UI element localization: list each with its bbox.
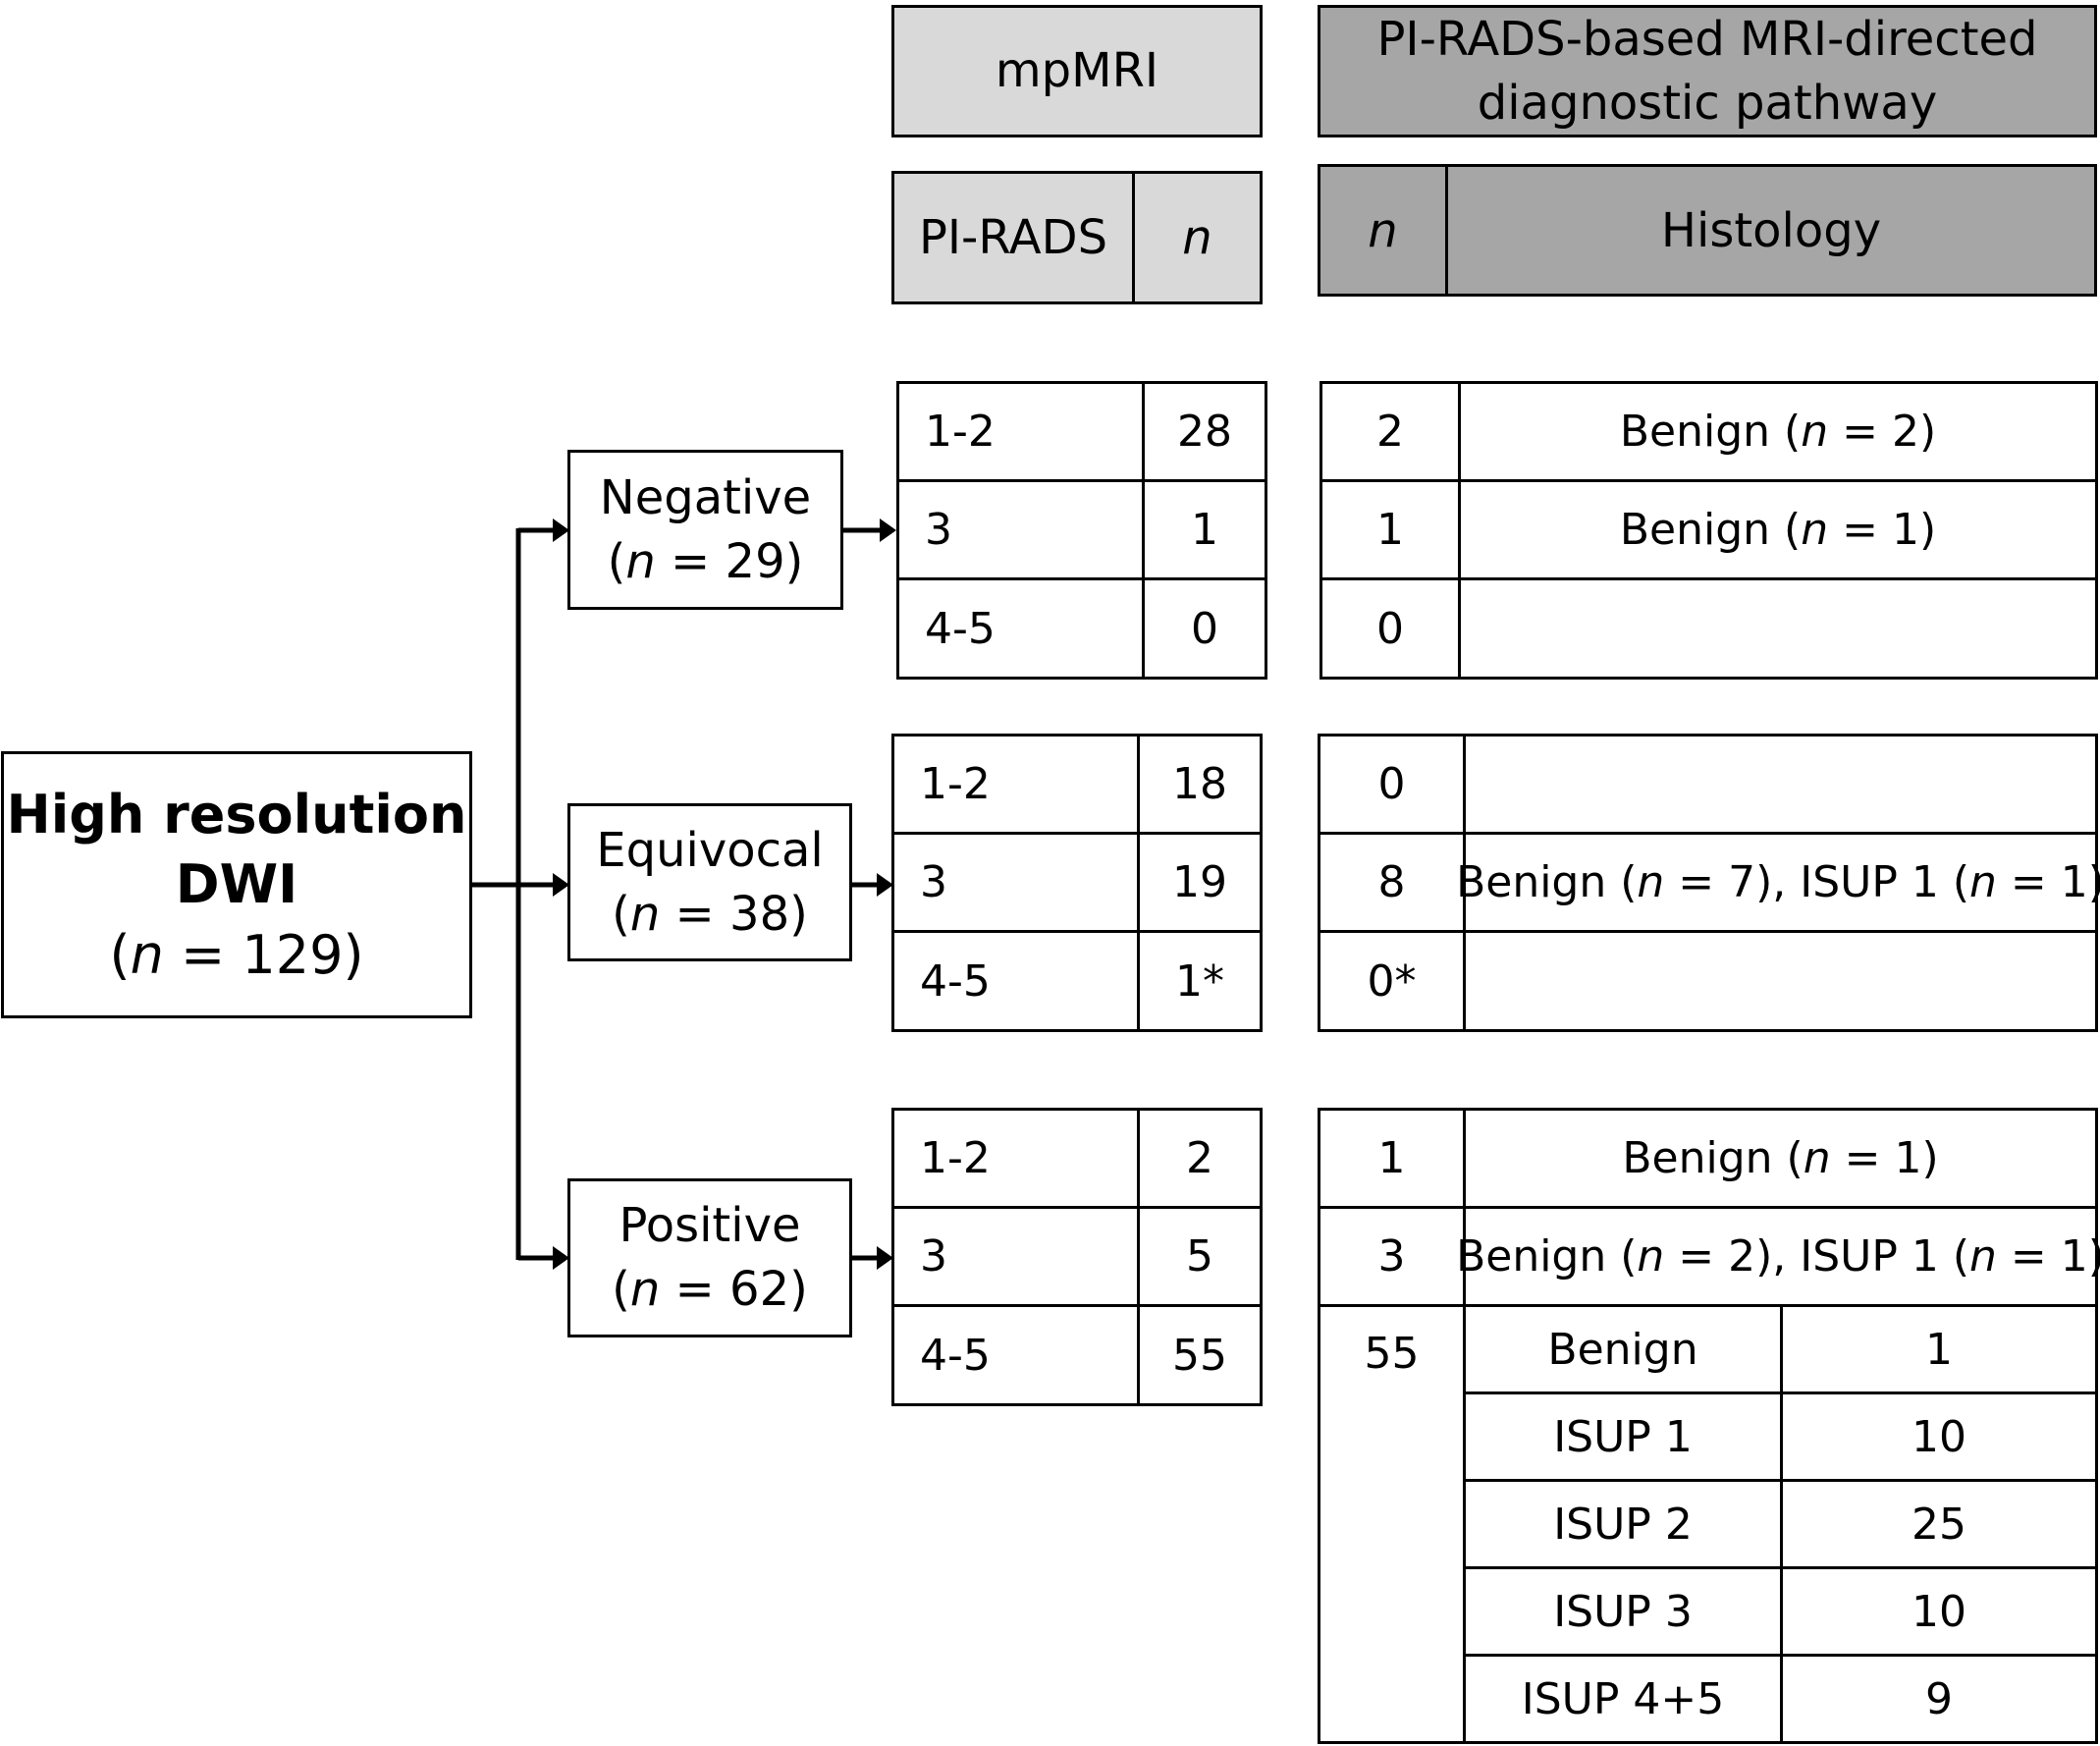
histology-text: = 1) [1830, 1133, 1939, 1183]
mpmri-n-cell: 5 [1137, 1206, 1263, 1307]
mpmri-n-cell: 0 [1142, 577, 1267, 680]
arrowhead [553, 518, 569, 542]
root-box-dwi: High resolution DWI (n = 129) [1, 751, 472, 1018]
histology-variable: n [1969, 857, 1997, 907]
pathway-n-cell: 2 [1319, 381, 1461, 482]
pathway-n-column-header: n [1318, 164, 1448, 297]
pathway-n-column-label: n [1368, 202, 1398, 258]
pirads-column-header: PI-RADS [891, 171, 1135, 304]
mpmri-n-cell: 1 [1142, 479, 1267, 580]
histology-text: Benign ( [1619, 407, 1802, 457]
mpmri-pirads-cell: 4-5 [896, 577, 1145, 680]
pathway-n-cell-breakdown: 55 [1318, 1304, 1466, 1744]
arrowhead [880, 518, 896, 542]
breakdown-grade-cell: ISUP 4+5 [1463, 1654, 1783, 1744]
pathway-n-cell: 8 [1318, 832, 1466, 933]
group-count: (n = 38) [612, 886, 808, 942]
mpmri-n-column-header: n [1132, 171, 1263, 304]
root-count: (n = 129) [109, 923, 364, 986]
pathway-header: PI-RADS-based MRI-directed diagnostic pa… [1318, 5, 2097, 137]
histology-text: = 2), ISUP 1 ( [1664, 1231, 1970, 1282]
arrowhead [553, 1246, 569, 1270]
pathway-header-label: PI-RADS-based MRI-directed diagnostic pa… [1376, 11, 2038, 131]
root-subtitle: DWI [175, 853, 298, 916]
group-label: Negative [599, 469, 812, 525]
histology-variable: n [1637, 1231, 1665, 1282]
mpmri-n-column-label: n [1182, 210, 1212, 265]
group-count: (n = 29) [607, 533, 804, 589]
histology-variable: n [1801, 407, 1829, 457]
pathway-n-cell: 0 [1318, 734, 1466, 835]
mpmri-n-cell: 1* [1137, 930, 1263, 1032]
histology-cell: Benign (n = 2), ISUP 1 (n = 1) [1456, 1206, 2100, 1307]
pathway-n-cell: 0* [1318, 930, 1466, 1032]
breakdown-count-cell: 9 [1780, 1654, 2098, 1744]
histology-cell [1458, 577, 2098, 680]
histology-variable: n [1803, 1133, 1831, 1183]
histology-text: = 7), ISUP 1 ( [1664, 857, 1970, 907]
arrowhead [877, 1246, 893, 1270]
arrowhead [553, 873, 569, 897]
pirads-column-label: PI-RADS [918, 210, 1108, 265]
histology-text: Benign ( [1456, 1231, 1638, 1282]
histology-variable: n [1969, 1231, 1997, 1282]
breakdown-count-cell: 10 [1780, 1391, 2098, 1482]
histology-cell [1463, 930, 2098, 1032]
histology-text: Benign ( [1456, 857, 1638, 907]
mpmri-pirads-cell: 1-2 [896, 381, 1145, 482]
histology-variable: n [1637, 857, 1665, 907]
mpmri-pirads-cell: 4-5 [891, 930, 1140, 1032]
breakdown-grade-cell: ISUP 3 [1463, 1566, 1783, 1657]
mpmri-pirads-cell: 1-2 [891, 734, 1140, 835]
mpmri-n-cell: 2 [1137, 1108, 1263, 1209]
arrowhead [877, 873, 893, 897]
mpmri-pirads-cell: 1-2 [891, 1108, 1140, 1209]
histology-text: Benign ( [1622, 1133, 1804, 1183]
pathway-n-cell: 0 [1319, 577, 1461, 680]
histology-text: = 1) [1828, 505, 1937, 555]
histology-cell [1463, 734, 2098, 835]
mpmri-header-label: mpMRI [995, 43, 1159, 99]
group-label: Equivocal [596, 822, 824, 878]
breakdown-grade-cell: ISUP 1 [1463, 1391, 1783, 1482]
histology-text: = 1) [1996, 857, 2100, 907]
mpmri-pirads-cell: 3 [891, 1206, 1140, 1307]
mpmri-n-cell: 28 [1142, 381, 1267, 482]
mpmri-pirads-cell: 3 [891, 832, 1140, 933]
group-count: (n = 62) [612, 1262, 808, 1317]
mpmri-pirads-cell: 4-5 [891, 1304, 1140, 1406]
histology-text: = 2) [1828, 407, 1937, 457]
breakdown-count-cell: 10 [1780, 1566, 2098, 1657]
group-label: Positive [619, 1198, 801, 1254]
mpmri-header: mpMRI [891, 5, 1263, 137]
histology-column-header: Histology [1445, 164, 2097, 297]
group-box-positive: Positive (n = 62) [567, 1178, 852, 1337]
root-title: High resolution [6, 784, 467, 846]
group-box-negative: Negative (n = 29) [567, 450, 843, 610]
mpmri-pirads-cell: 3 [896, 479, 1145, 580]
histology-text: = 1) [1996, 1231, 2100, 1282]
group-box-equivocal: Equivocal (n = 38) [567, 803, 852, 961]
mpmri-n-cell: 18 [1137, 734, 1263, 835]
histology-text: Benign ( [1619, 505, 1802, 555]
histology-cell: Benign (n = 7), ISUP 1 (n = 1) [1456, 832, 2100, 933]
histology-cell: Benign (n = 2) [1458, 381, 2098, 482]
histology-column-label: Histology [1660, 202, 1882, 258]
histology-variable: n [1801, 505, 1829, 555]
mpmri-n-cell: 55 [1137, 1304, 1263, 1406]
